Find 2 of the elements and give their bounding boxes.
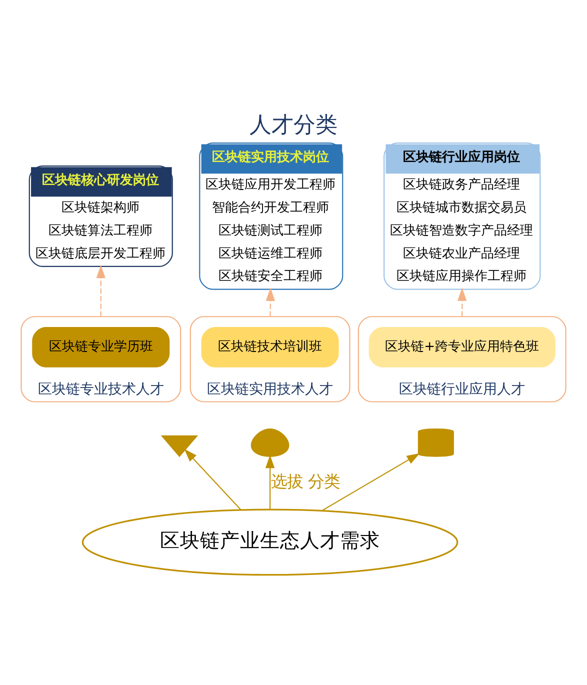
edge-label: 选拔 分类 [270,472,340,491]
diagram-title: 人才分类 [250,113,338,138]
